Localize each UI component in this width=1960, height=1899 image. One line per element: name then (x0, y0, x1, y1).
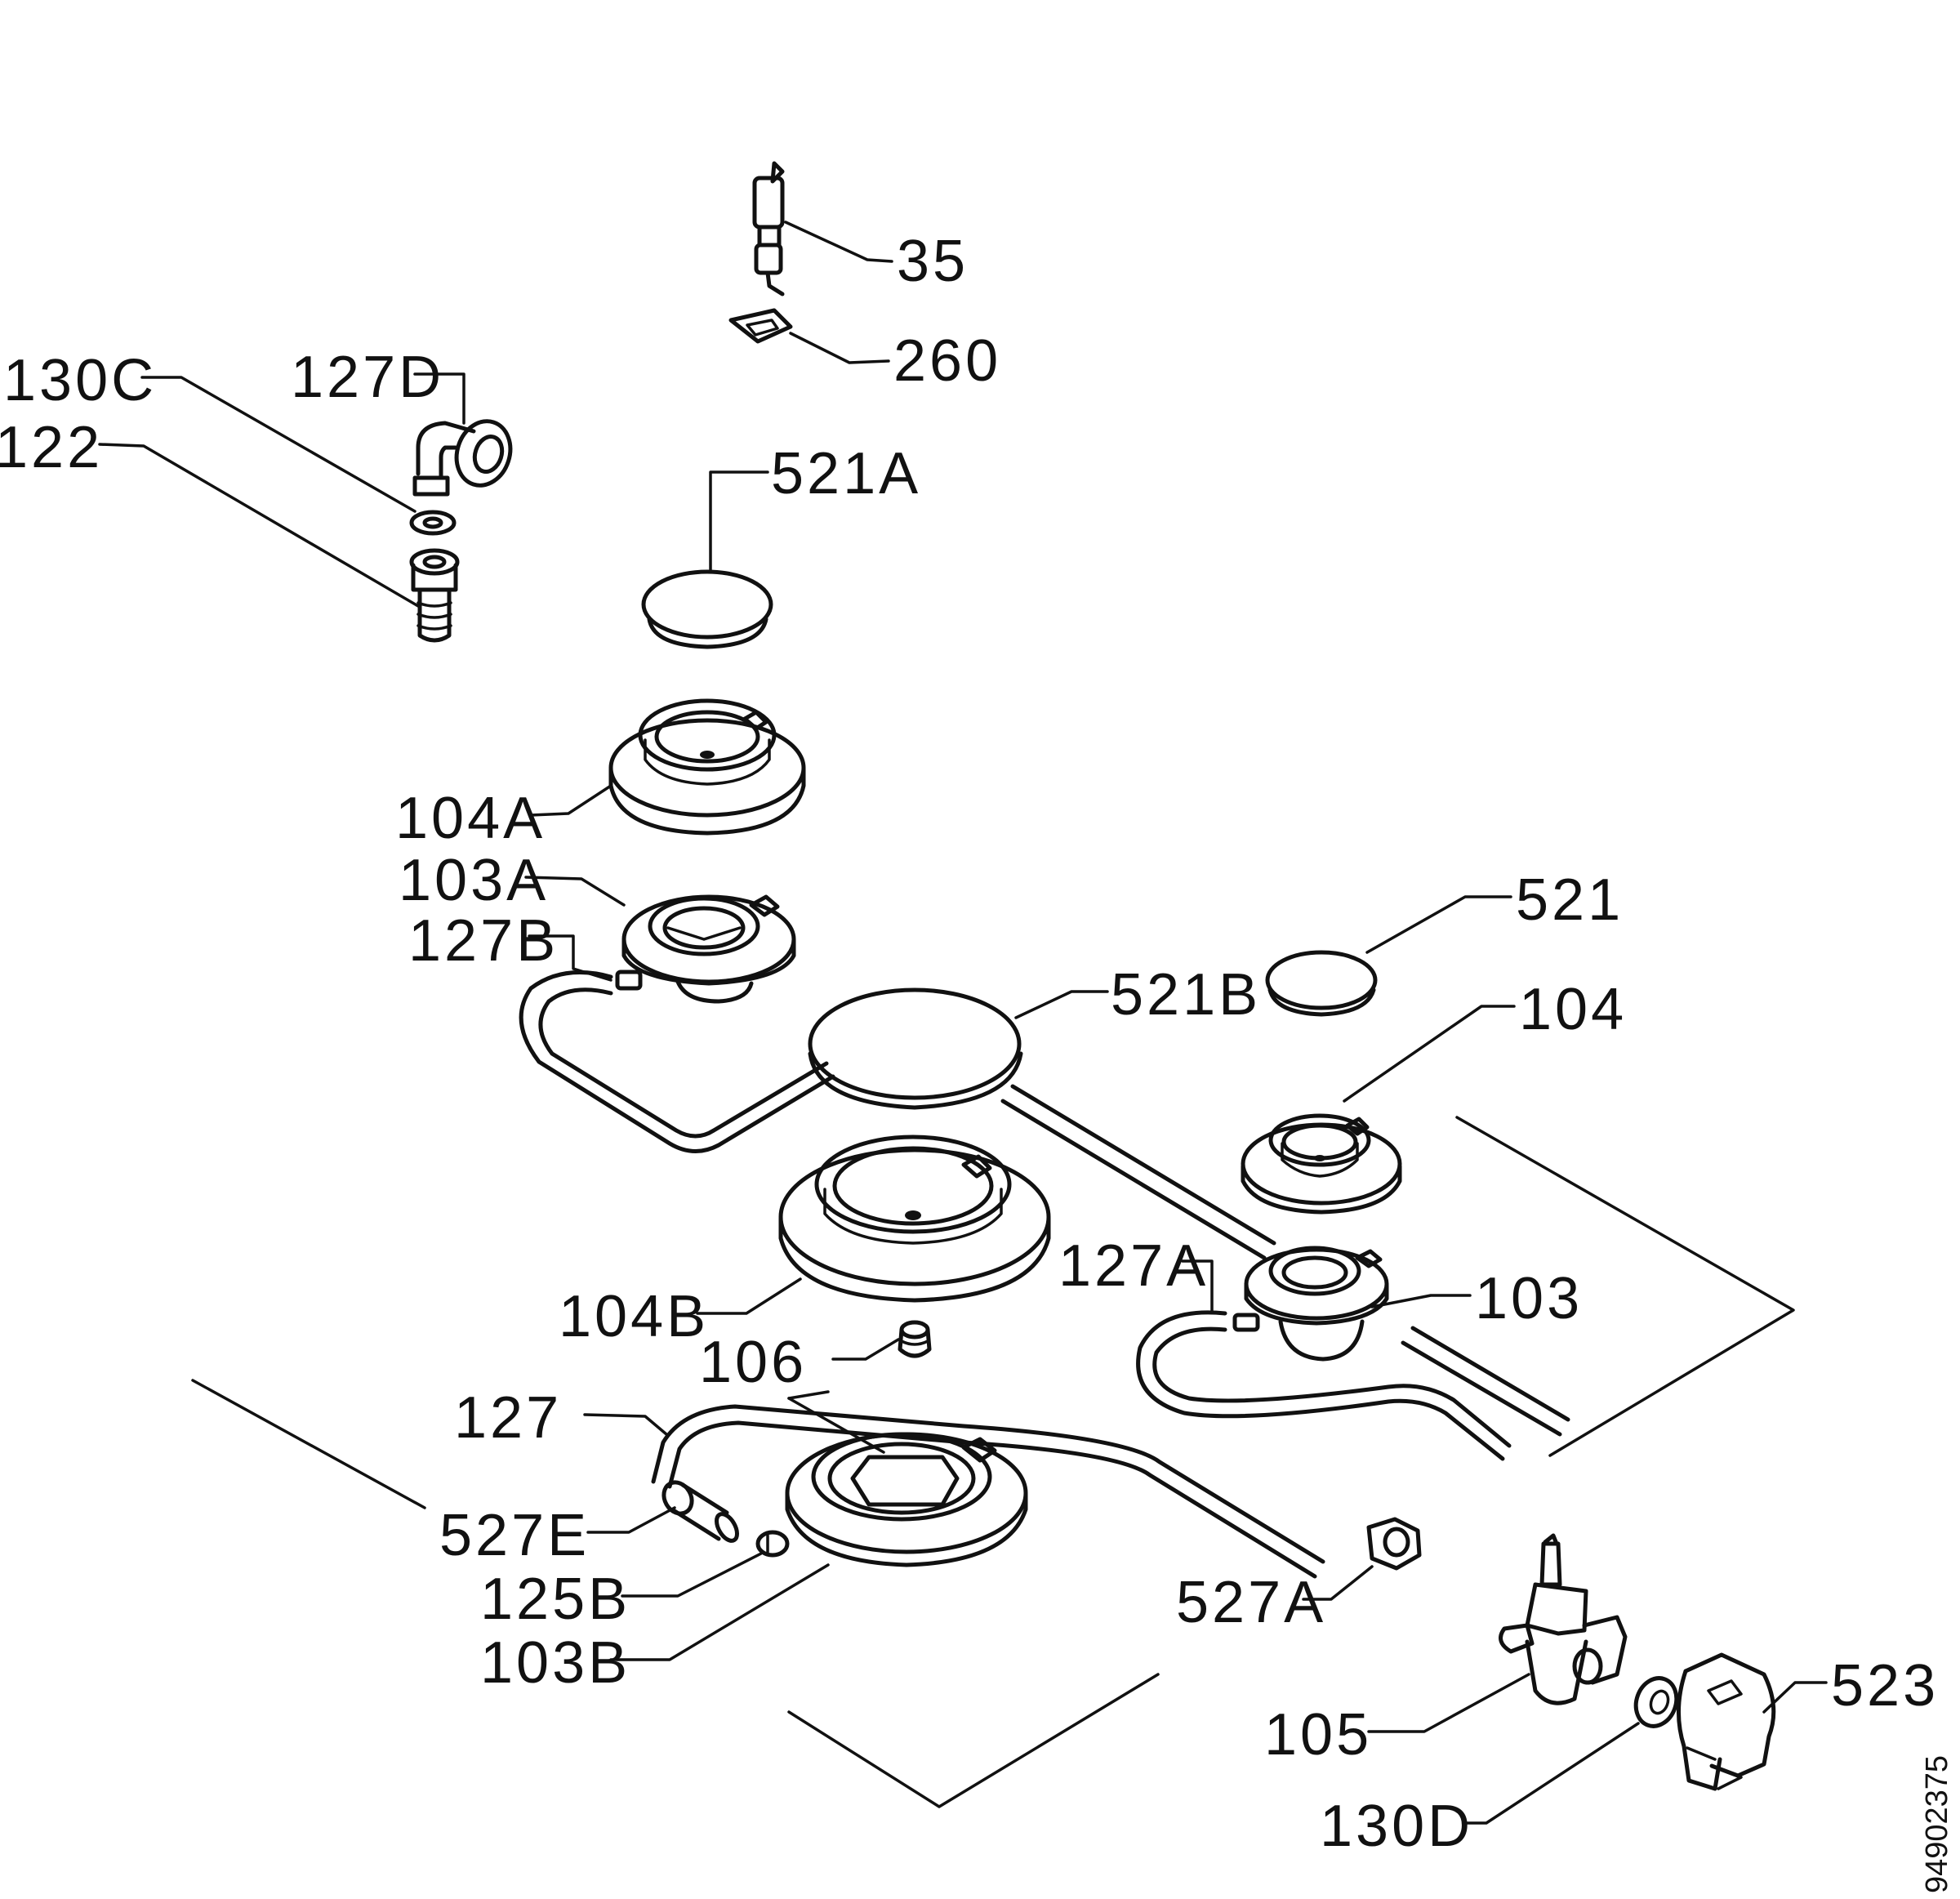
part-127A-gas-pipe (1136, 1310, 1570, 1461)
label-527A: 527A (1176, 1570, 1326, 1635)
label-130C: 130C (3, 348, 157, 413)
cooktop-outline-lines (191, 1116, 1795, 1808)
label-521: 521 (1516, 867, 1624, 933)
part-127B-gas-pipe (519, 970, 835, 1154)
label-521B: 521B (1111, 962, 1261, 1028)
diagram-reference-number: 94902375 (1920, 1755, 1954, 1893)
label-125B: 125B (480, 1567, 630, 1632)
label-104B: 104B (559, 1284, 709, 1349)
label-127D: 127D (291, 345, 444, 410)
part-130D-washer (1633, 1676, 1679, 1728)
part-125B-nut (755, 1530, 790, 1558)
label-127: 127 (454, 1385, 562, 1451)
part-103B-burner-base (785, 1432, 1028, 1567)
part-527E-fitting (662, 1480, 739, 1543)
label-104A: 104A (395, 786, 546, 851)
label-127A: 127A (1058, 1233, 1209, 1299)
label-105: 105 (1264, 1702, 1372, 1767)
label-35: 35 (897, 229, 969, 294)
part-527A-nut (1366, 1517, 1422, 1571)
part-105-gas-valve (1499, 1533, 1628, 1705)
part-127D-elbow (412, 419, 513, 497)
part-106-injector (898, 1320, 932, 1358)
part-103A-burner-base (615, 894, 796, 1004)
label-106: 106 (699, 1330, 807, 1395)
label-527E: 527E (439, 1503, 590, 1568)
label-103: 103 (1475, 1266, 1583, 1331)
part-521B-pipe (1000, 1084, 1276, 1260)
label-127B: 127B (408, 908, 559, 974)
part-521A-burner-cap (641, 569, 773, 649)
part-35-electrode (752, 161, 785, 296)
label-130D: 130D (1320, 1794, 1473, 1859)
part-130C-washer (409, 510, 457, 536)
label-521A: 521A (771, 441, 921, 506)
label-103B: 103B (480, 1630, 630, 1696)
part-523-bracket (1677, 1652, 1776, 1791)
part-103-burner-base (1232, 1246, 1389, 1362)
label-103A: 103A (399, 848, 549, 913)
part-122-hose-connector (409, 548, 460, 643)
part-127-gas-pipe (651, 1404, 1325, 1579)
part-104A-burner-head (608, 698, 806, 836)
label-122: 122 (0, 415, 103, 480)
part-521-burner-cap (1265, 950, 1378, 1017)
label-260: 260 (893, 328, 1001, 394)
leader-lines (98, 221, 1828, 1825)
part-labels: 35 260 130C 127D 122 521A 104A 103A 127B… (0, 229, 1939, 1859)
part-260-clip (728, 308, 793, 344)
label-104: 104 (1519, 977, 1627, 1042)
label-523: 523 (1831, 1653, 1939, 1718)
part-521B-burner-cap (808, 987, 1023, 1110)
part-104-burner-head (1241, 1113, 1402, 1215)
part-104B-burner-head (778, 1134, 1051, 1303)
